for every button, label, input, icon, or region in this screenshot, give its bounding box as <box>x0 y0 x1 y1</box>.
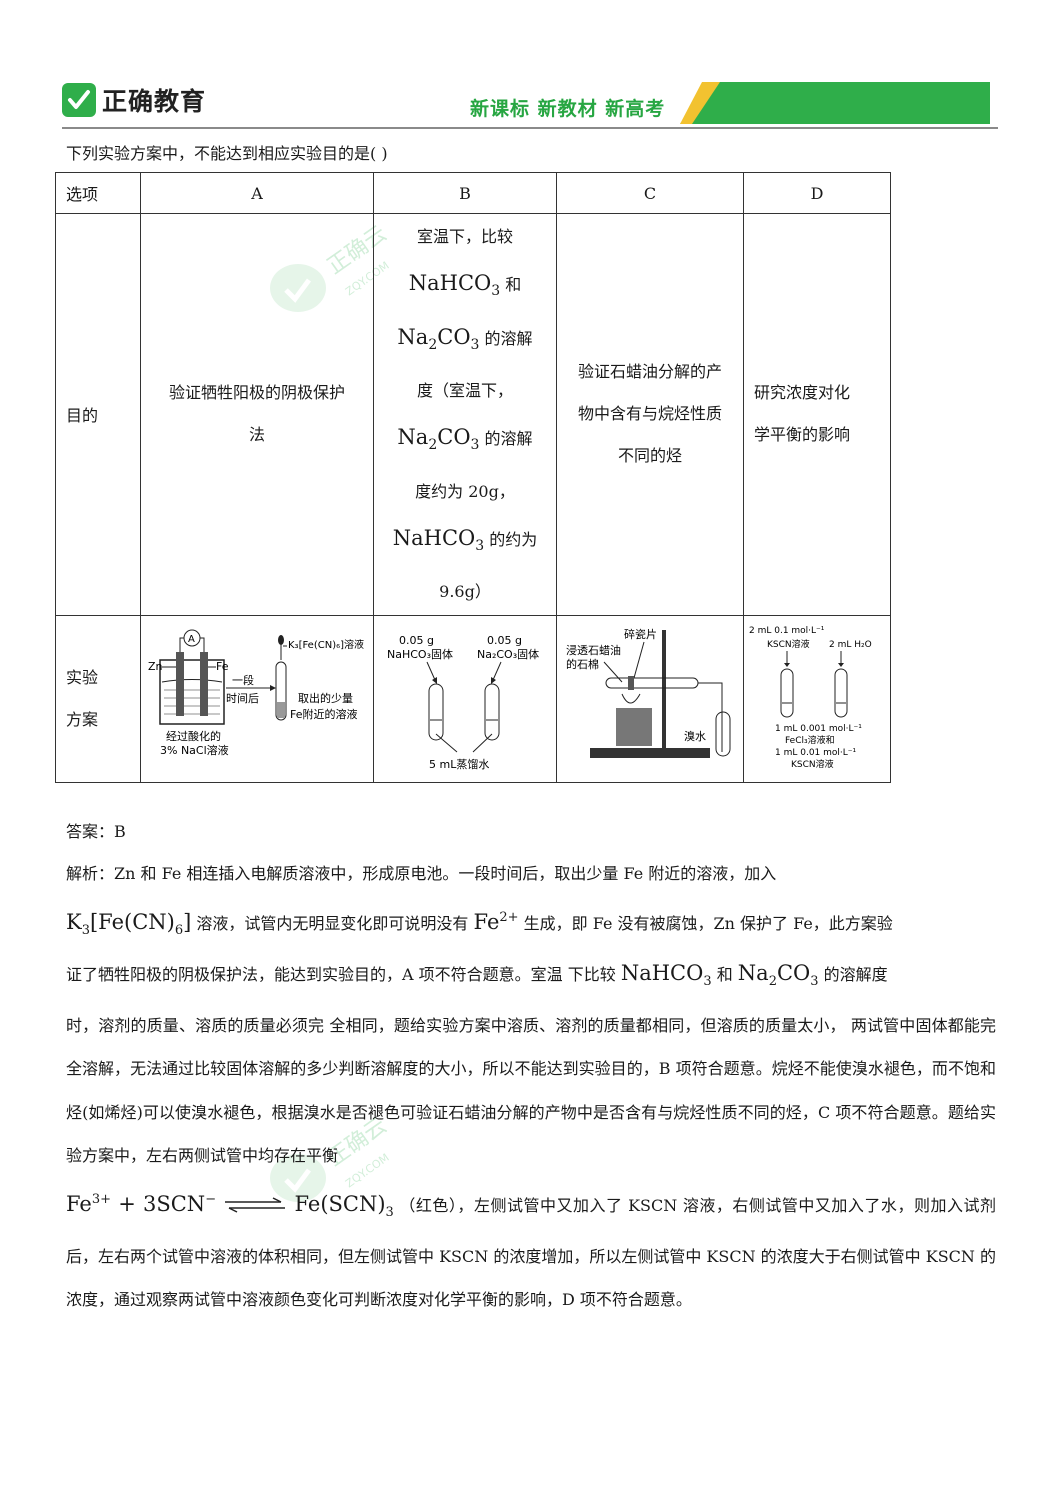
formula-nahco3: NaHCO3 <box>620 961 712 990</box>
goal-c: 验证石蜡油分解的产物中含有与烷烃性质不同的烃 <box>556 213 744 616</box>
row-label: 目的 <box>55 213 141 616</box>
svg-text:KSCN溶液: KSCN溶液 <box>791 758 834 770</box>
svg-text:Fe: Fe <box>216 660 229 673</box>
goal-d: 研究浓度对化学平衡的影响 <box>743 213 891 616</box>
plan-c-diagram: 碎瓷片 浸透石蜡油 的石棉 溴水 <box>556 614 744 783</box>
formula-na2co3: Na2CO3 <box>737 961 819 990</box>
options-table: 选项 A B C D 目的 验证牺牲阳极的阴极保护法 室温下，比较 NaHCO3… <box>55 172 891 783</box>
analysis-p1: 解析：Zn 和 Fe 相连插入电解质溶液中，形成原电池。一段时间后，取出少量 F… <box>66 864 777 883</box>
row-label: 实验方案 <box>55 614 141 783</box>
svg-text:Na₂CO₃固体: Na₂CO₃固体 <box>477 647 539 661</box>
formula-k3fecn6: K3[Fe(CN)6] <box>66 909 192 938</box>
svg-text:2 mL 0.1 mol·L⁻¹: 2 mL 0.1 mol·L⁻¹ <box>749 626 825 636</box>
header-divider <box>62 127 998 129</box>
table-row-plan: 实验方案 A Zn Fe 一段 时间后 <box>55 614 891 783</box>
check-logo-icon <box>62 83 96 117</box>
svg-text:经过酸化的: 经过酸化的 <box>166 729 221 743</box>
svg-text:3% NaCl溶液: 3% NaCl溶液 <box>160 743 229 757</box>
svg-text:一段: 一段 <box>232 673 254 687</box>
slogan-right: 聚焦核心素养 探索改革 <box>682 19 890 41</box>
svg-text:1 mL 0.01 mol·L⁻¹: 1 mL 0.01 mol·L⁻¹ <box>775 748 857 758</box>
answer-text: 答案：B <box>66 822 126 841</box>
plan-d-diagram: 2 mL 0.1 mol·L⁻¹ KSCN溶液 2 mL H₂O 1 mL 0.… <box>743 614 891 783</box>
header-cell: 选项 <box>55 172 141 214</box>
svg-text:Fe附近的溶液: Fe附近的溶液 <box>290 707 358 721</box>
svg-text:2 mL H₂O: 2 mL H₂O <box>829 640 872 650</box>
svg-text:取出的少量: 取出的少量 <box>298 691 353 705</box>
svg-text:的石棉: 的石棉 <box>566 657 599 671</box>
table-header-row: 选项 A B C D <box>55 172 891 214</box>
svg-text:浸透石蜡油: 浸透石蜡油 <box>566 643 621 657</box>
plan-a-diagram: A Zn Fe 一段 时间后 K₃[Fe(CN)₆]溶液 取出的少量 Fe附近的… <box>140 614 374 783</box>
svg-text:碎瓷片: 碎瓷片 <box>624 627 657 641</box>
svg-text:溴水: 溴水 <box>684 729 706 743</box>
logo: 正确教育 <box>62 82 206 118</box>
svg-text:时间后: 时间后 <box>226 692 259 705</box>
slogan-banner-shape <box>680 82 990 124</box>
svg-text:A: A <box>188 634 195 645</box>
page-header: 正确教育 新课标 新教材 新高考 <box>62 78 998 130</box>
goal-b: 室温下，比较 NaHCO3 和 Na2CO3 的溶解 度（室温下， Na2CO3… <box>373 213 557 616</box>
svg-text:1 mL 0.001 mol·L⁻¹: 1 mL 0.001 mol·L⁻¹ <box>775 724 862 734</box>
analysis-text: 解析：Zn 和 Fe 相连插入电解质溶液中，形成原电池。一段时间后，取出少量 F… <box>66 864 996 1310</box>
equilibrium-arrow-icon <box>225 1197 286 1214</box>
svg-text:Zn: Zn <box>148 660 163 673</box>
svg-text:KSCN溶液: KSCN溶液 <box>767 638 810 650</box>
svg-text:K₃[Fe(CN)₆]溶液: K₃[Fe(CN)₆]溶液 <box>288 638 364 651</box>
formula-fe2plus: Fe2+ <box>473 909 519 934</box>
formula-equilibrium: Fe3+ + 3SCN− Fe(SCN)3 <box>66 1191 394 1221</box>
plan-b-diagram: 0.05 g NaHCO₃固体 0.05 g Na₂CO₃固体 5 mL蒸馏水 <box>373 614 557 783</box>
svg-text:FeCl₃溶液和: FeCl₃溶液和 <box>785 734 835 746</box>
goal-a: 验证牺牲阳极的阴极保护法 <box>140 213 374 616</box>
header-cell: C <box>556 172 744 214</box>
svg-text:0.05 g: 0.05 g <box>399 634 434 647</box>
svg-text:NaHCO₃固体: NaHCO₃固体 <box>387 647 453 661</box>
logo-text: 正确教育 <box>102 87 207 116</box>
header-cell: A <box>140 172 374 214</box>
table-row-goal: 目的 验证牺牲阳极的阴极保护法 室温下，比较 NaHCO3 和 Na2CO3 的… <box>55 213 891 616</box>
svg-text:0.05 g: 0.05 g <box>487 634 522 647</box>
svg-text:5 mL蒸馏水: 5 mL蒸馏水 <box>429 757 489 771</box>
header-cell: D <box>743 172 891 214</box>
watermark-logo-icon <box>270 1154 326 1202</box>
header-cell: B <box>373 172 557 214</box>
slogan-left: 新课标 新教材 新高考 <box>470 98 666 120</box>
question-text: 下列实验方案中，不能达到相应实验目的是( ) <box>66 144 388 163</box>
